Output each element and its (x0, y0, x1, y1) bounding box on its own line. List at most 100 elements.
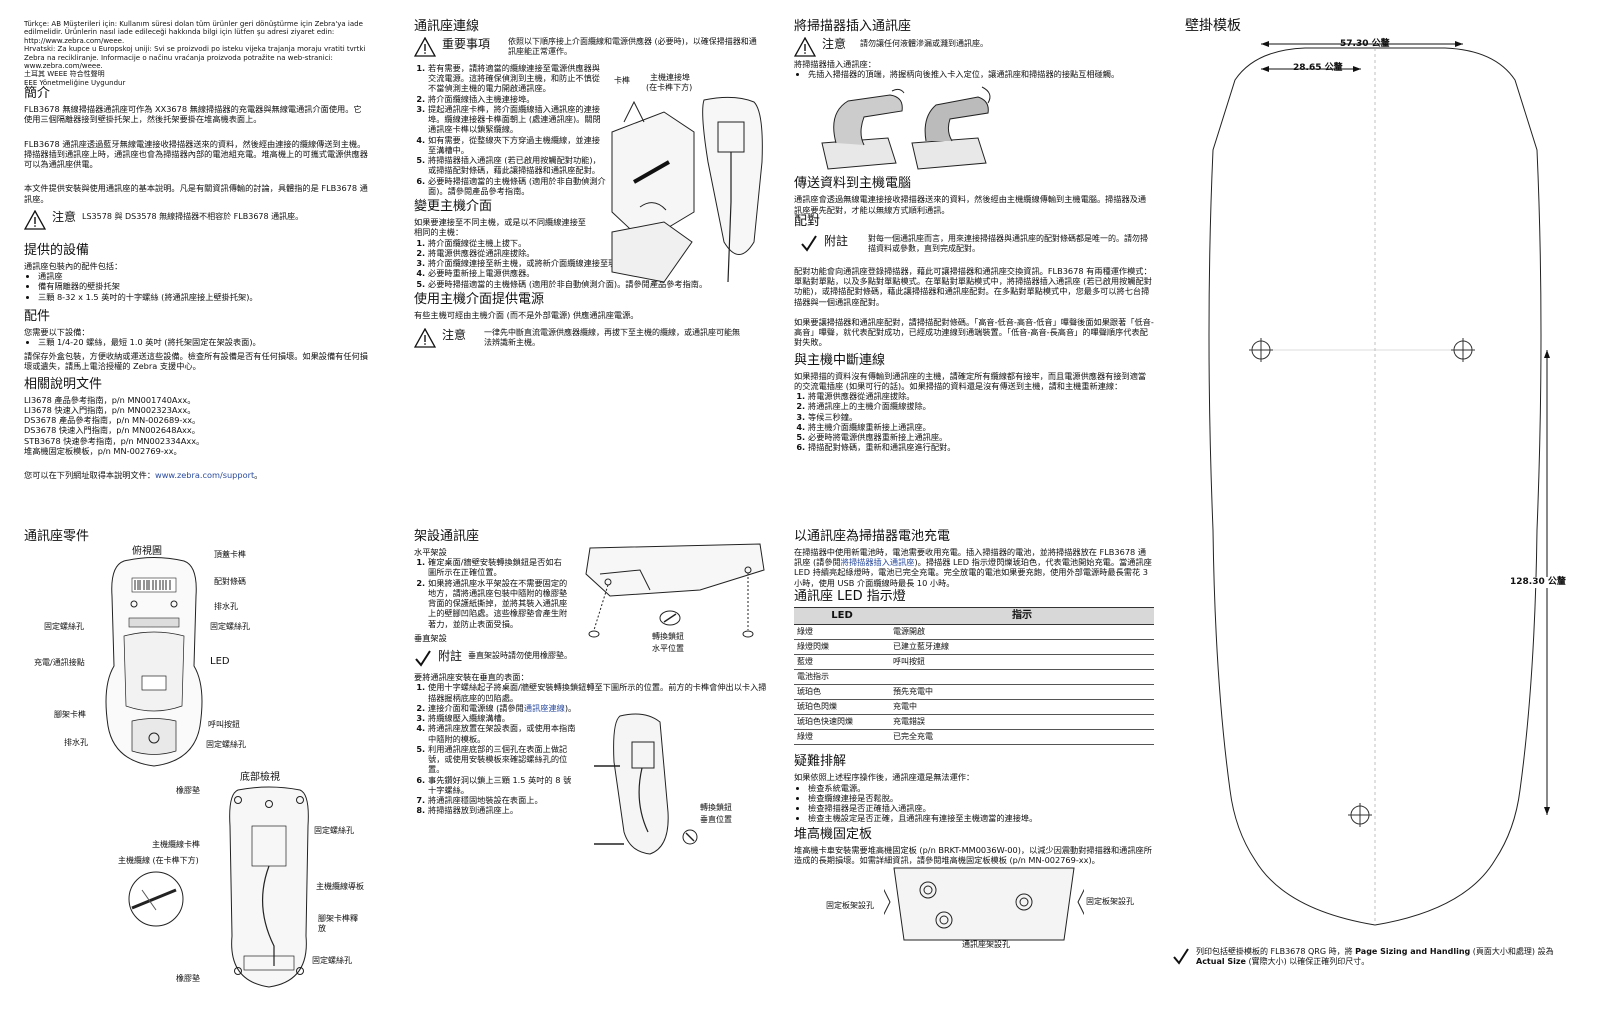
doc-item: LI3678 產品參考指南，p/n MN001740Axx。 (24, 394, 196, 405)
list-item: 將電源供應器從通訊座拔除。 (428, 248, 769, 258)
list-item: 使用十字螺絲起子將桌面/牆壁安裝轉換鎖鈕轉至下圖所示的位置。前方的卡榫會伸出以卡… (428, 682, 774, 703)
print-text-middle: (頁面大小和處理) 設為 (1470, 947, 1554, 956)
connection-drawing (611, 96, 763, 283)
note-title: 附註 (438, 649, 463, 664)
charging-text-end: )。掃描器 LED 指示燈閃爍琥珀色，代表電池開始充電。當通訊座 LED 持續亮… (794, 557, 1152, 588)
callout-top-latch: 頂蓋卡榫 (214, 550, 246, 559)
list-item: 將通訊座放置在架設表面，或使用本指南中隨附的模板。 (428, 723, 578, 744)
warning-icon (414, 36, 436, 57)
callout-host-cable-latch: 主機纜線卡榫 (152, 840, 200, 849)
horizontal-mount-drawing (585, 543, 765, 638)
led-heading: 通訊座 LED 指示燈 (794, 588, 906, 604)
vertical-mount-steps: 使用十字螺絲起子將桌面/牆壁安裝轉換鎖鈕轉至下圖所示的位置。前方的卡榫會伸出以卡… (414, 682, 774, 815)
callout-screw-hole-bottom: 固定螺絲孔 (206, 740, 246, 749)
battery-section-cell: 電池指示 (794, 669, 1154, 686)
connection-link[interactable]: 通訊座連線 (523, 702, 565, 713)
important-title: 重要事項 (442, 36, 491, 51)
accessories-list: 三顆 1/4-20 螺絲，最短 1.0 英吋 (將托架固定在架設表面)。 (24, 337, 369, 347)
disconnect-steps: 將電源供應器從通訊座拔除。 將通訊座上的主機介面纜線拔除。 等候三秒鐘。 將主機… (794, 391, 1154, 453)
intro-paragraph-3: 本文件提供安裝與使用通訊座的基本說明。凡是有關資訊傳輸的討論，具體指的是 FLB… (24, 183, 368, 204)
caution-title: 注意 (822, 36, 847, 51)
change-host-heading: 變更主機介面 (414, 199, 493, 215)
column-intro: Türkçe: AB Müşterileri için: Kullanım sü… (24, 20, 369, 486)
important-note: 重要事項 依照以下順序接上介面纜線和電源供應器 (必要時)，以確保掃描器和通訊座… (414, 36, 769, 57)
list-item: 將介面纜線插入主機連接埠。 (428, 94, 608, 104)
disconnect-heading: 與主機中斷連線 (794, 352, 886, 368)
send-data-text: 通訊座會透過無線電連接接收掃描器送來的資料，然後經由主機纜線傳輸到主機電腦。掃描… (794, 194, 1147, 215)
list-item: 確定桌面/牆壁安裝轉換鎖鈕是否如右圖所示在正確位置。 (428, 557, 568, 578)
support-line: 您可以在下列網址取得本說明文件：www.zebra.com/support。 (24, 470, 369, 480)
horizontal-mount-steps: 確定桌面/牆壁安裝轉換鎖鈕是否如右圖所示在正確位置。 如果將通訊座水平架設在不需… (414, 557, 568, 629)
change-host-steps: 將介面纜線從主機上拔下。 將電源供應器從通訊座拔除。 將介面纜線連接至新主機，或… (414, 238, 769, 289)
pairing-note: 附註 對每一個通訊座而言，用來連接掃描器與通訊座的配對條碼都是唯一的。請勿掃描資… (800, 234, 1154, 254)
doc-item: 堆高機固定板模板，p/n MN-002769-xx。 (24, 445, 182, 456)
regulatory-croatian: Hrvatski: Za kupce u Europskoj uniji: Sv… (24, 45, 366, 70)
doc-item: STB3678 快速參考指南，p/n MN002334Axx。 (24, 435, 205, 446)
forklift-plate-text: 堆高機卡車安裝需要堆高機固定板 (p/n BRKT-MM0036W-00)，以減… (794, 844, 1152, 865)
forklift-plate-drawing (884, 867, 1084, 941)
disconnect-text: 如果掃描的資料沒有傳輸到通訊座的主機，請確定所有纜線都有接牢，而且電源供應器有接… (794, 370, 1147, 391)
list-item: 若有需要，請將適當的纜線連接至電源供應器與交流電源。這將確保偵測到主機，和防止不… (428, 63, 608, 94)
intro-heading: 簡介 (24, 86, 51, 102)
caution-title: 注意 (442, 328, 467, 343)
list-item: 將介面纜線從主機上拔下。 (428, 238, 769, 248)
warning-icon (24, 209, 46, 230)
top-view-label: 俯視圖 (132, 546, 162, 557)
list-item: 如有需要，從整線夾下方穿過主機纜線，並連接至溝槽中。 (428, 135, 608, 156)
scanner-insert-drawing (821, 86, 991, 170)
support-end: 。 (254, 470, 263, 481)
troubleshooting-heading: 疑難排解 (794, 754, 847, 770)
callout-rubber-pad-top: 橡膠墊 (176, 786, 200, 795)
cradle-top-view-drawing (105, 557, 203, 767)
troubleshooting-list: 檢查系統電源。 檢查纜線連接是否鬆脫。 檢查掃描器是否正確插入通訊座。 檢查主機… (794, 783, 1154, 824)
mount-section: 架設通訊座 水平架設 確定桌面/牆壁安裝轉換鎖鈕是否如右圖所示在正確位置。 如果… (414, 529, 774, 820)
caution-text: LS3578 與 DS3578 無線掃描器不相容於 FLB3678 通訊座。 (82, 211, 304, 221)
fig-plate-hole-right: 固定板架設孔 (1086, 897, 1134, 906)
table-row: 綠燈閃爍已建立藍牙連線 (794, 639, 1154, 656)
list-item: 必要時將電源供應器重新接上通訊座。 (808, 432, 1154, 442)
led-cell: 綠燈 (794, 624, 890, 641)
intro-paragraph-1: FLB3678 無線掃描器通訊座可作為 XX3678 無線掃描器的充電器與無線電… (24, 104, 362, 125)
indication-cell: 充電錯誤 (890, 714, 1154, 731)
vertical-note: 附註 垂直架設時請勿使用橡膠墊。 (414, 649, 774, 667)
insert-intro: 將掃描器插入通訊座： (794, 58, 876, 69)
callout-host-cable: 主機纜線 (在卡榫下方) (118, 856, 199, 865)
host-power-caution: 注意 一律先中斷直流電源供應器纜線，再拔下至主機的纜線，或通訊座可能無法辨識新主… (414, 328, 769, 348)
list-item: 將纜線壓入纜線溝槽。 (428, 713, 578, 723)
list-item: 將介面纜線連接至新主機，或將新介面纜線連接至現有主機。 (428, 258, 769, 268)
insert-caution: 注意 請勿讓任何液體滲漏或濺到通訊座。 (794, 36, 1154, 57)
callout-screw-hole-right: 固定螺絲孔 (210, 622, 250, 631)
list-item: 將通訊座穩固地裝設在表面上。 (428, 795, 578, 805)
supplied-intro: 通訊座包裝內的配件包括： (24, 260, 123, 271)
indication-column-header: 指示 (890, 606, 1154, 626)
insert-scanner-link[interactable]: 將掃描器插入通訊座 (840, 557, 915, 568)
list-item: 三顆 1/4-20 螺絲，最短 1.0 英吋 (將托架固定在架設表面)。 (38, 337, 369, 347)
note-text: 對每一個通訊座而言，用來連接掃描器與通訊座的配對條碼都是唯一的。請勿掃描資料或參… (868, 233, 1148, 253)
print-text-start: 列印包括壁掛模板的 FLB3678 QRG 時，將 (1196, 947, 1356, 956)
list-item: 三顆 8-32 x 1.5 英吋的十字螺絲 (將通訊座接上壁掛托架)。 (38, 292, 369, 302)
indication-cell: 電源開啟 (890, 624, 1154, 641)
caution-title: 注意 (52, 209, 77, 224)
doc-item: LI3678 快速入門指南，p/n MN002323Axx。 (24, 404, 196, 415)
dimension-height: 128.30 公釐 (1510, 577, 1566, 589)
print-text-end: (實際大小) 以確保正確列印尺寸。 (1245, 957, 1370, 966)
list-item: 檢查主機設定是否正確，且通訊座有連接至主機適當的連接埠。 (808, 813, 1154, 823)
support-link[interactable]: www.zebra.com/support (155, 470, 255, 481)
list-item: 將電源供應器從通訊座拔除。 (808, 391, 1154, 401)
fig-vertical-position: 垂直位置 (700, 815, 732, 824)
step-text: 連接介面和電源線 (請參閱 (428, 702, 524, 713)
led-cell: 琥珀色 (794, 684, 890, 701)
list-item: 將掃描器插入通訊座 (若已啟用按觸配對功能)，或掃描配對條碼，藉此讓掃描器和通訊… (428, 155, 608, 176)
fig-latch-label: 卡榫 (614, 76, 630, 85)
mount-heading: 架設通訊座 (414, 529, 480, 544)
pairing-paragraph-2: 如果要讓掃描器和通訊座配對，請掃描配對條碼。「高音-低音-高音-低音」嗶聲後面如… (794, 316, 1154, 348)
connection-heading: 通訊座連線 (414, 19, 480, 34)
list-item: 將通訊座上的主機介面纜線拔除。 (808, 401, 1154, 411)
callout-pairing-barcode: 配對條碼 (214, 577, 246, 586)
intro-paragraph-2: FLB3678 通訊座透過藍牙無線電連接收掃描器送來的資料，然後經由連接的纜線傳… (24, 138, 368, 170)
checkmark-icon (1173, 948, 1189, 965)
list-item: 必要時重新接上電源供應器。 (428, 268, 769, 278)
note-text: 垂直架設時請勿使用橡膠墊。 (468, 651, 573, 661)
list-item: 連接介面和電源線 (請參閱通訊座連線)。 (428, 703, 578, 713)
callout-cable-guide: 主機纜線導板 (316, 882, 364, 891)
